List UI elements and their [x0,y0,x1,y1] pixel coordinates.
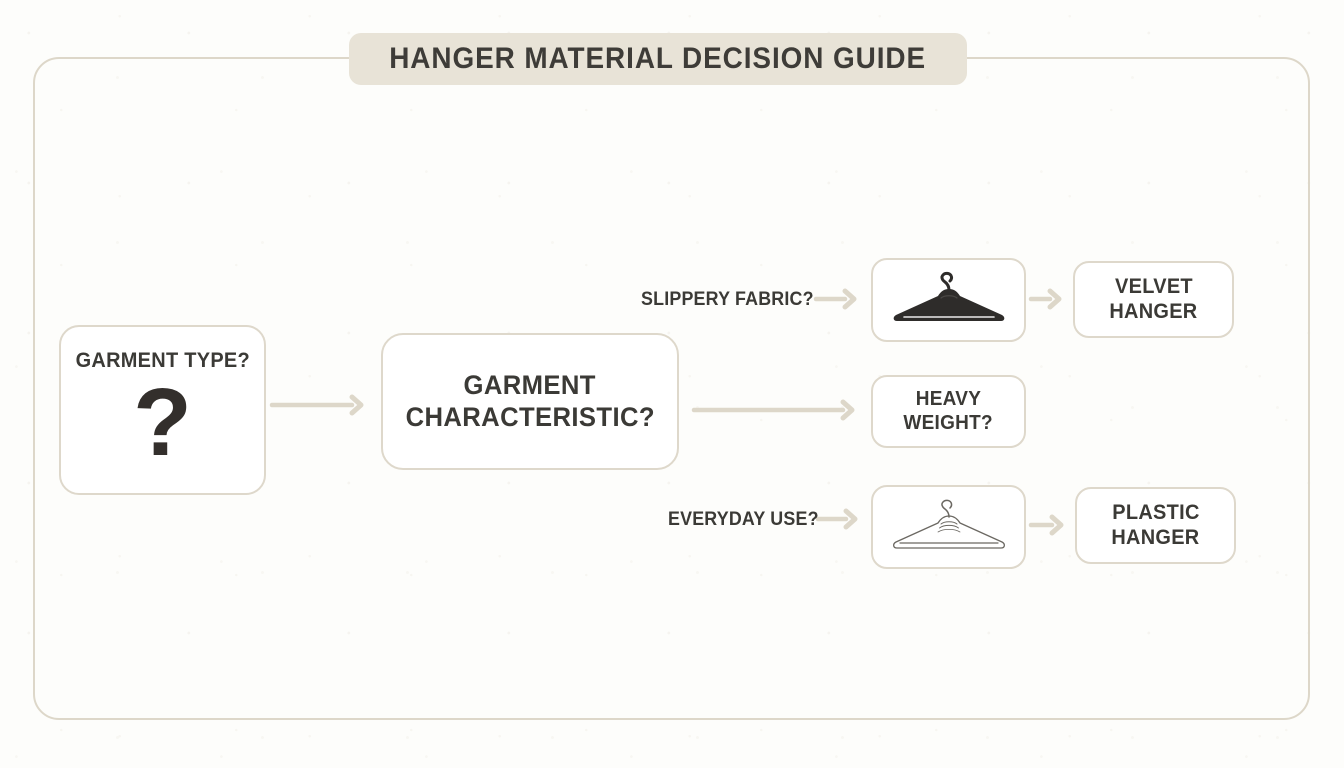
node-plastic-hanger-result-line2: HANGER [1111,525,1200,549]
velvet-hanger-icon [893,271,1004,321]
node-plastic-hanger-result-line1: PLASTIC [1111,501,1200,525]
node-velvet-hanger-result[interactable]: VELVET HANGER [1073,261,1234,338]
node-velvet-hanger-result-line2: HANGER [1109,299,1198,323]
node-garment-characteristic-line2: CHARACTERISTIC? [405,401,655,432]
node-garment-characteristic[interactable]: GARMENT CHARACTERISTIC? [381,333,679,470]
page-title-pill: HANGER MATERIAL DECISION GUIDE [349,33,967,85]
node-velvet-hanger-icon-box[interactable] [871,258,1026,342]
node-heavy-weight[interactable]: HEAVY WEIGHT? [871,375,1026,448]
plastic-hanger-icon [892,499,1005,549]
node-velvet-hanger-result-line1: VELVET [1114,275,1193,299]
node-garment-type[interactable]: GARMENT TYPE? ? [59,325,266,495]
page-title: HANGER MATERIAL DECISION GUIDE [389,42,927,75]
node-heavy-weight-line1: HEAVY [915,388,982,411]
question-mark-icon: ? [133,369,192,477]
node-plastic-hanger-icon-box[interactable] [871,485,1026,569]
node-plastic-hanger-result[interactable]: PLASTIC HANGER [1075,487,1236,564]
node-garment-characteristic-line1: GARMENT [463,370,597,401]
node-garment-type-label: GARMENT TYPE? [75,349,250,372]
branch-label-slippery-fabric: SLIPPERY FABRIC? [641,289,814,310]
branch-label-everyday-use: EVERYDAY USE? [668,509,819,530]
node-heavy-weight-line2: WEIGHT? [903,411,994,434]
